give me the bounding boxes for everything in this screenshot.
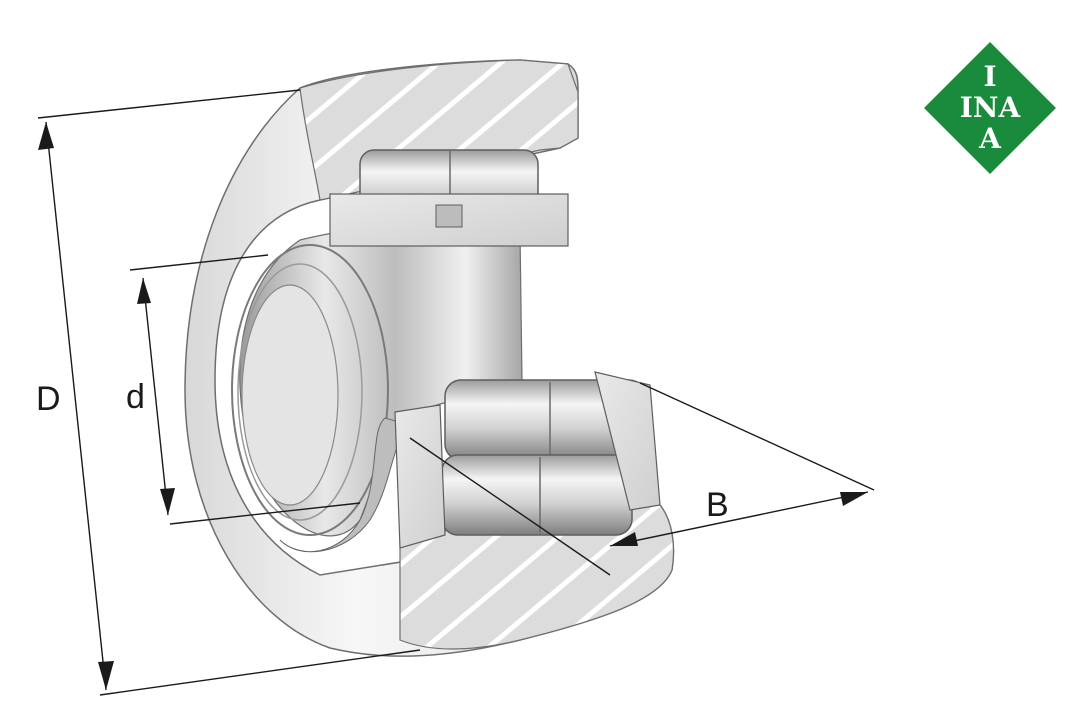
b-arrow-right (840, 492, 868, 506)
bore-diameter-label: d (126, 378, 145, 416)
b-bottom-extension (409, 437, 611, 576)
d-outer-dimension-line (45, 121, 107, 691)
d-outer-top-extension (37, 89, 301, 119)
lower-roller-row (394, 371, 661, 549)
outer-diameter-label: D (36, 380, 61, 418)
b-dimension-line (609, 491, 869, 547)
d-outer-arrow-top (38, 122, 54, 150)
d-outer-arrow-bottom (98, 661, 114, 690)
d-bore-arrow-top (137, 278, 151, 304)
d-bore-top-extension (129, 254, 269, 271)
logo-diamond (924, 42, 1056, 174)
upper-roller-row (329, 149, 569, 247)
ina-logo: I INA A (924, 42, 1056, 174)
dimension-lines (37, 89, 875, 696)
d-bore-arrow-bottom (160, 488, 175, 515)
logo-letter-top: I (983, 60, 996, 93)
width-label: B (706, 486, 729, 524)
arrowheads (38, 122, 868, 690)
d-bore-bottom-extension (169, 502, 361, 525)
d-bore-dimension-line (142, 277, 169, 516)
b-arrow-left (610, 532, 638, 546)
d-outer-bottom-extension (99, 649, 421, 696)
inner-ring (231, 224, 523, 553)
b-top-extension (639, 382, 875, 491)
logo-letter-bottom: A (978, 122, 1002, 155)
logo-letter-middle: INA (960, 91, 1022, 124)
